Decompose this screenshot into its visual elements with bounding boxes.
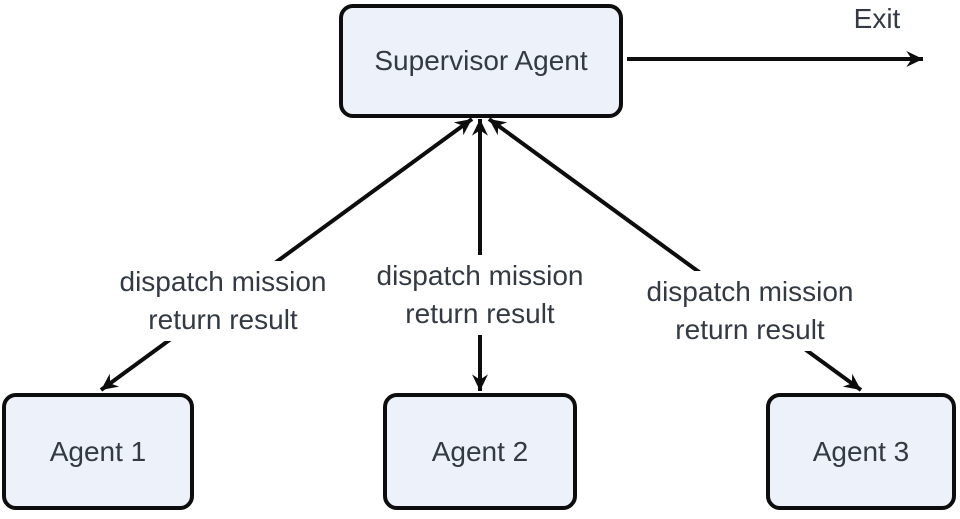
edge-label-supervisor-agent3-line2: return result bbox=[675, 314, 825, 345]
node-agent-2-label: Agent 2 bbox=[431, 435, 529, 467]
node-supervisor-agent: Supervisor Agent bbox=[339, 4, 623, 118]
edge-label-supervisor-agent2-line2: return result bbox=[405, 298, 555, 329]
node-supervisor-agent-label: Supervisor Agent bbox=[374, 45, 588, 76]
node-agent-2: Agent 2 bbox=[383, 393, 577, 510]
node-agent-3-label: Agent 3 bbox=[812, 435, 910, 467]
edge-label-supervisor-agent1-line2: return result bbox=[148, 304, 298, 335]
node-agent-1: Agent 1 bbox=[2, 393, 194, 510]
edge-label-supervisor-agent3: dispatch mission return result bbox=[628, 271, 872, 351]
edge-supervisor-agent1 bbox=[99, 117, 474, 392]
node-agent-3: Agent 3 bbox=[766, 393, 956, 510]
edge-label-supervisor-agent2-line1: dispatch mission bbox=[376, 260, 584, 291]
edge-label-exit: Exit bbox=[853, 3, 901, 34]
edge-label-supervisor-agent2: dispatch mission return result bbox=[358, 255, 602, 335]
edge-label-supervisor-agent3-line1: dispatch mission bbox=[646, 276, 854, 307]
edge-label-supervisor-agent1-line1: dispatch mission bbox=[119, 266, 327, 297]
edge-label-supervisor-agent1: dispatch mission return result bbox=[101, 261, 345, 341]
node-agent-1-label: Agent 1 bbox=[49, 435, 147, 467]
